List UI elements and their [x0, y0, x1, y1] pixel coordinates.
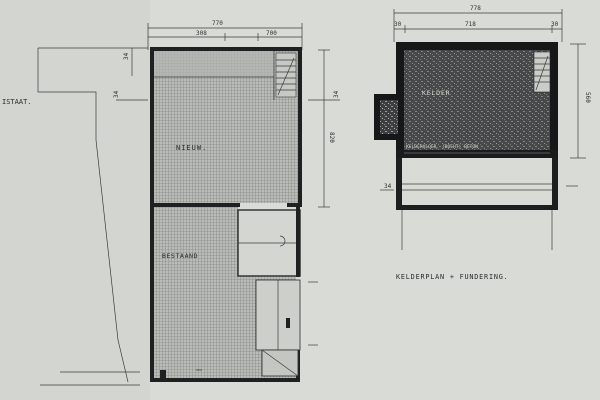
dim-left-part-a: 308 [196, 30, 207, 37]
label-cellar: KELDER [422, 89, 450, 97]
dim-left-height: 820 [328, 132, 335, 143]
dim-right-wall-left: 30 [394, 21, 402, 28]
dim-right-overall: 778 [470, 5, 481, 12]
dim-right-wall-right: 30 [551, 21, 559, 28]
dim-left-mark-1: 34 [113, 90, 120, 98]
dim-left-mark-3: 34 [123, 52, 130, 60]
stair-top [275, 52, 297, 98]
label-room-new: NIEUW. [176, 144, 207, 152]
sheet-title: KELDERPLAN + FUNDERING. [396, 273, 509, 281]
dim-right-inner: 718 [465, 21, 476, 28]
dim-right-small: 34 [384, 183, 392, 190]
dim-left-part-b: 700 [266, 30, 277, 37]
label-cellar-floor: KELDERVLOER. (BOCHT) BETON [406, 144, 478, 150]
cellar-plan: KELDER KELDERVLOER. (BOCHT) BETON KELDER… [374, 5, 591, 281]
label-room-existing: BESTAAND [162, 252, 198, 260]
dim-left-overall: 770 [212, 20, 223, 27]
label-left-edge: ISTAAT. [2, 98, 32, 106]
left-plan: ISTAAT. NIEUW. BESTAAND 770 308 700 820 … [2, 20, 340, 386]
dim-left-mark-2: 34 [333, 90, 340, 98]
cellar-stair [533, 51, 551, 93]
dim-right-height: 560 [584, 92, 591, 103]
